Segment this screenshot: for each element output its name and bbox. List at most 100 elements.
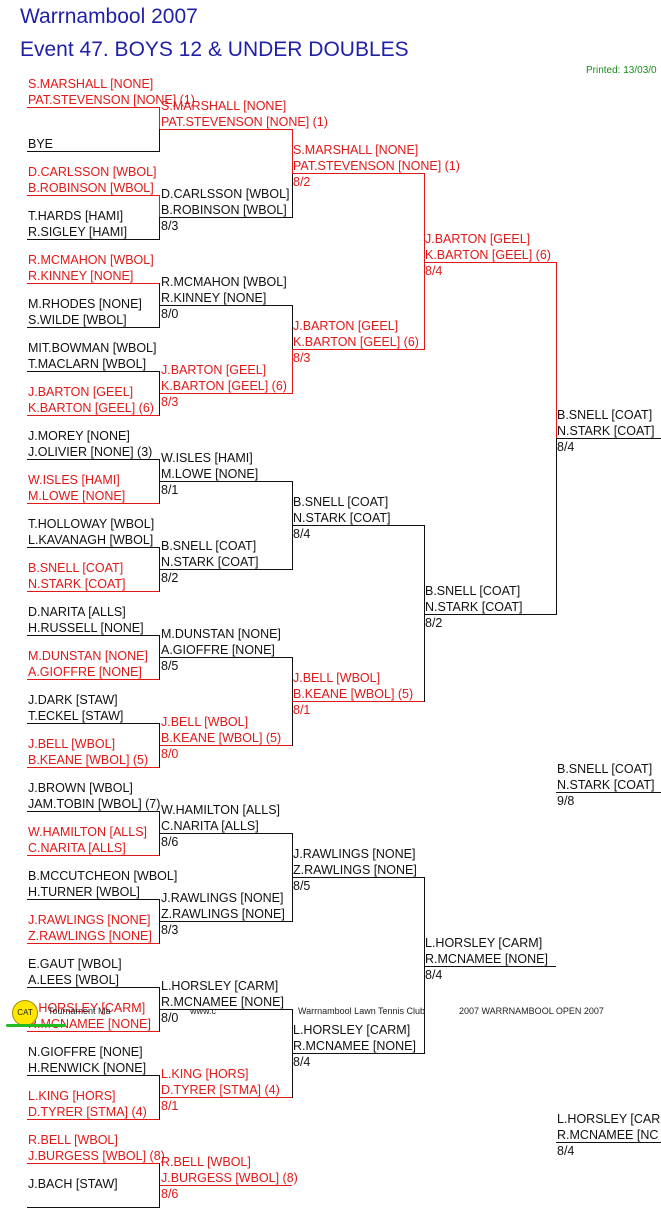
draw-line xyxy=(27,195,159,196)
entry-player-1: J.BROWN [WBOL] xyxy=(28,781,133,795)
entry-player-2: M.LOWE [NONE] xyxy=(28,489,126,503)
draw-line xyxy=(27,767,159,768)
draw-line xyxy=(27,239,159,240)
draw-line xyxy=(27,1163,159,1164)
winner-connector xyxy=(424,173,425,261)
entry-player-2: A.GIOFFRE [NONE] xyxy=(28,665,142,679)
entry-player-1: MIT.BOWMAN [WBOL] xyxy=(28,341,157,355)
entry-player-1: E.GAUT [WBOL] xyxy=(28,957,122,971)
entry-player-1: R.MCMAHON [WBOL] xyxy=(161,275,287,289)
bracket-connector xyxy=(159,547,160,592)
entry-player-1: J.BELL [WBOL] xyxy=(28,737,116,751)
entry-player-2: R.MCNAMEE [NONE] xyxy=(161,995,284,1009)
match-score: 8/0 xyxy=(161,1011,179,1025)
entry-player-2: H.TURNER [WBOL] xyxy=(28,885,140,899)
entry-player-2: M.LOWE [NONE] xyxy=(161,467,259,481)
entry-player-1: T.HARDS [HAMI] xyxy=(28,209,124,223)
match-score: 8/4 xyxy=(293,1055,311,1069)
draw-line xyxy=(27,811,159,812)
entry-player-2: R.KINNEY [NONE] xyxy=(161,291,267,305)
entry-player-1: J.BELL [WBOL] xyxy=(293,671,381,685)
entry-player-2: N.STARK [COAT] xyxy=(28,577,126,591)
entry-player-2: B.KEANE [WBOL] (5) xyxy=(28,753,149,767)
draw-line xyxy=(160,481,292,482)
draw-line xyxy=(160,569,292,570)
bracket-connector xyxy=(159,811,160,856)
entry-player-1: L.KING [HORS] xyxy=(161,1067,249,1081)
entry-player-2: T.MACLARN [WBOL] xyxy=(28,357,147,371)
match-score: 8/6 xyxy=(161,835,179,849)
match-score: 8/3 xyxy=(293,351,311,365)
draw-line xyxy=(292,525,424,526)
entry-player-1: J.DARK [STAW] xyxy=(28,693,118,707)
match-score: 8/3 xyxy=(161,395,179,409)
entry-player-1: J.MOREY [NONE] xyxy=(28,429,130,443)
entry-player-1: R.BELL [WBOL] xyxy=(161,1155,251,1169)
bracket-connector xyxy=(159,459,160,504)
entry-player-1: B.SNELL [COAT] xyxy=(293,495,389,509)
entry-player-1: M.DUNSTAN [NONE] xyxy=(161,627,281,641)
draw-line xyxy=(292,701,424,702)
entry-player-1: J.BARTON [GEEL] xyxy=(161,363,267,377)
match-score: 8/4 xyxy=(557,1144,575,1158)
entry-player-2: K.BARTON [GEEL] (6) xyxy=(161,379,287,393)
draw-line xyxy=(27,327,159,328)
entry-player-2: J.BURGESS [WBOL] (8) xyxy=(161,1171,298,1185)
entry-player-1: J.BARTON [GEEL] xyxy=(293,319,399,333)
entry-player-1: L.HORSLEY [CARM] xyxy=(28,1001,146,1015)
winner-connector xyxy=(159,195,160,217)
entry-player-1: D.NARITA [ALLS] xyxy=(28,605,126,619)
entry-player-2: JAM.TOBIN [WBOL] (7) xyxy=(28,797,161,811)
entry-player-2: R.SIGLEY [HAMI] xyxy=(28,225,128,239)
winner-connector xyxy=(556,262,557,438)
entry-player-2: B.ROBINSON [WBOL] xyxy=(28,181,154,195)
draw-line xyxy=(27,987,159,988)
entry-player-2: A.GIOFFRE [NONE] xyxy=(161,643,275,657)
match-score: 8/3 xyxy=(161,219,179,233)
entry-player-2: L.KAVANAGH [WBOL] xyxy=(28,533,154,547)
draw-line xyxy=(160,833,292,834)
footer-club: Warrnambool Lawn Tennis Club xyxy=(298,1006,426,1016)
winner-connector xyxy=(424,261,425,350)
entry-player-1: J.BARTON [GEEL] xyxy=(28,385,134,399)
entry-player-1: J.BACH [STAW] xyxy=(28,1177,118,1191)
entry-player-1: B.SNELL [COAT] xyxy=(161,539,257,553)
entry-player-2: N.STARK [COAT] xyxy=(557,424,655,438)
draw-line xyxy=(27,855,159,856)
draw-line xyxy=(424,262,556,263)
entry-player-1: J.RAWLINGS [NONE] xyxy=(28,913,151,927)
entry-player-1: J.RAWLINGS [NONE] xyxy=(293,847,416,861)
draw-line xyxy=(292,173,424,174)
entry-player-2: N.STARK [COAT] xyxy=(425,600,523,614)
bracket-connector xyxy=(159,283,160,328)
entry-player-1: J.BELL [WBOL] xyxy=(161,715,249,729)
printed-date: Printed: 13/03/0 xyxy=(586,65,657,76)
footer-url: www.c xyxy=(190,1006,217,1016)
page-title: Warrnambool 2007 xyxy=(20,5,198,28)
entry-player-1: D.CARLSSON [WBOL] xyxy=(28,165,157,179)
draw-line xyxy=(292,877,424,878)
entry-player-1: B.MCCUTCHEON [WBOL] xyxy=(28,869,178,883)
draw-line xyxy=(27,635,159,636)
draw-line xyxy=(160,129,292,130)
draw-line xyxy=(27,107,159,108)
entry-player-2: N.STARK [COAT] xyxy=(161,555,259,569)
entry-player-2: R.MCNAMEE [NC xyxy=(557,1128,659,1142)
entry-player-2: S.WILDE [WBOL] xyxy=(28,313,127,327)
draw-line xyxy=(160,305,292,306)
entry-player-2: B.KEANE [WBOL] (5) xyxy=(161,731,282,745)
draw-line xyxy=(27,943,159,944)
draw-line xyxy=(160,657,292,658)
entry-player-2: B.KEANE [WBOL] (5) xyxy=(293,687,414,701)
bracket-connector xyxy=(159,1163,160,1208)
entry-player-1: W.HAMILTON [ALLS] xyxy=(28,825,148,839)
entry-player-1: B.SNELL [COAT] xyxy=(557,408,653,422)
entry-player-2: BYE xyxy=(28,137,54,151)
draw-line xyxy=(27,547,159,548)
entry-player-2: C.NARITA [ALLS] xyxy=(161,819,259,833)
bracket-connector xyxy=(159,899,160,944)
entry-player-1: L.HORSLEY [CARM] xyxy=(293,1023,411,1037)
draw-line xyxy=(27,371,159,372)
final-line xyxy=(556,792,661,793)
bracket-connector xyxy=(424,877,425,1054)
